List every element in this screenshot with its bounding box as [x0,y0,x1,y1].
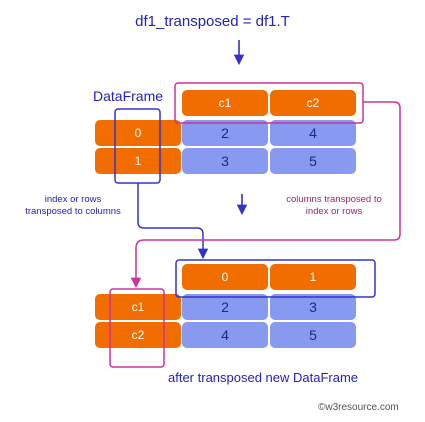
transposed-columns-frame [175,259,376,298]
transposed-value-cell: 3 [270,294,356,320]
note-columns-to-index-line: columns transposed to [286,194,382,205]
orig-columns-frame [174,82,364,124]
note-columns-to-index-line: index or rows [305,206,363,217]
orig-value-cell: 5 [270,148,356,174]
orig-value-cell: 2 [182,120,268,146]
transposed-column-header: 0 [182,264,268,290]
orig-index-frame [114,108,161,184]
columns-to-index-connector [130,101,401,289]
note-index-to-columns: index or rows transposed to columns [8,194,138,218]
credit: ©w3resource.com [318,402,399,413]
orig-value-cell: 4 [270,120,356,146]
transposed-index-frame [109,288,165,368]
orig-index-cell: 1 [95,148,181,174]
dataframe-label: DataFrame [93,88,164,104]
orig-column-header: c2 [270,90,356,116]
transposed-value-cell: 5 [270,322,356,348]
transposed-column-header: 1 [270,264,356,290]
code-title: df1_transposed = df1.T [135,13,290,30]
orig-value-cell: 3 [182,148,268,174]
note-columns-to-index: columns transposed to index or rows [264,194,404,218]
note-index-to-columns-line: transposed to columns [25,206,121,217]
transposed-value-cell: 4 [182,322,268,348]
orig-column-header: c1 [182,90,268,116]
transposed-value-cell: 2 [182,294,268,320]
note-index-to-columns-line: index or rows [44,194,102,205]
index-to-columns-connector [137,183,209,260]
caption: after transposed new DataFrame [168,370,359,385]
orig-index-cell: 0 [95,120,181,146]
